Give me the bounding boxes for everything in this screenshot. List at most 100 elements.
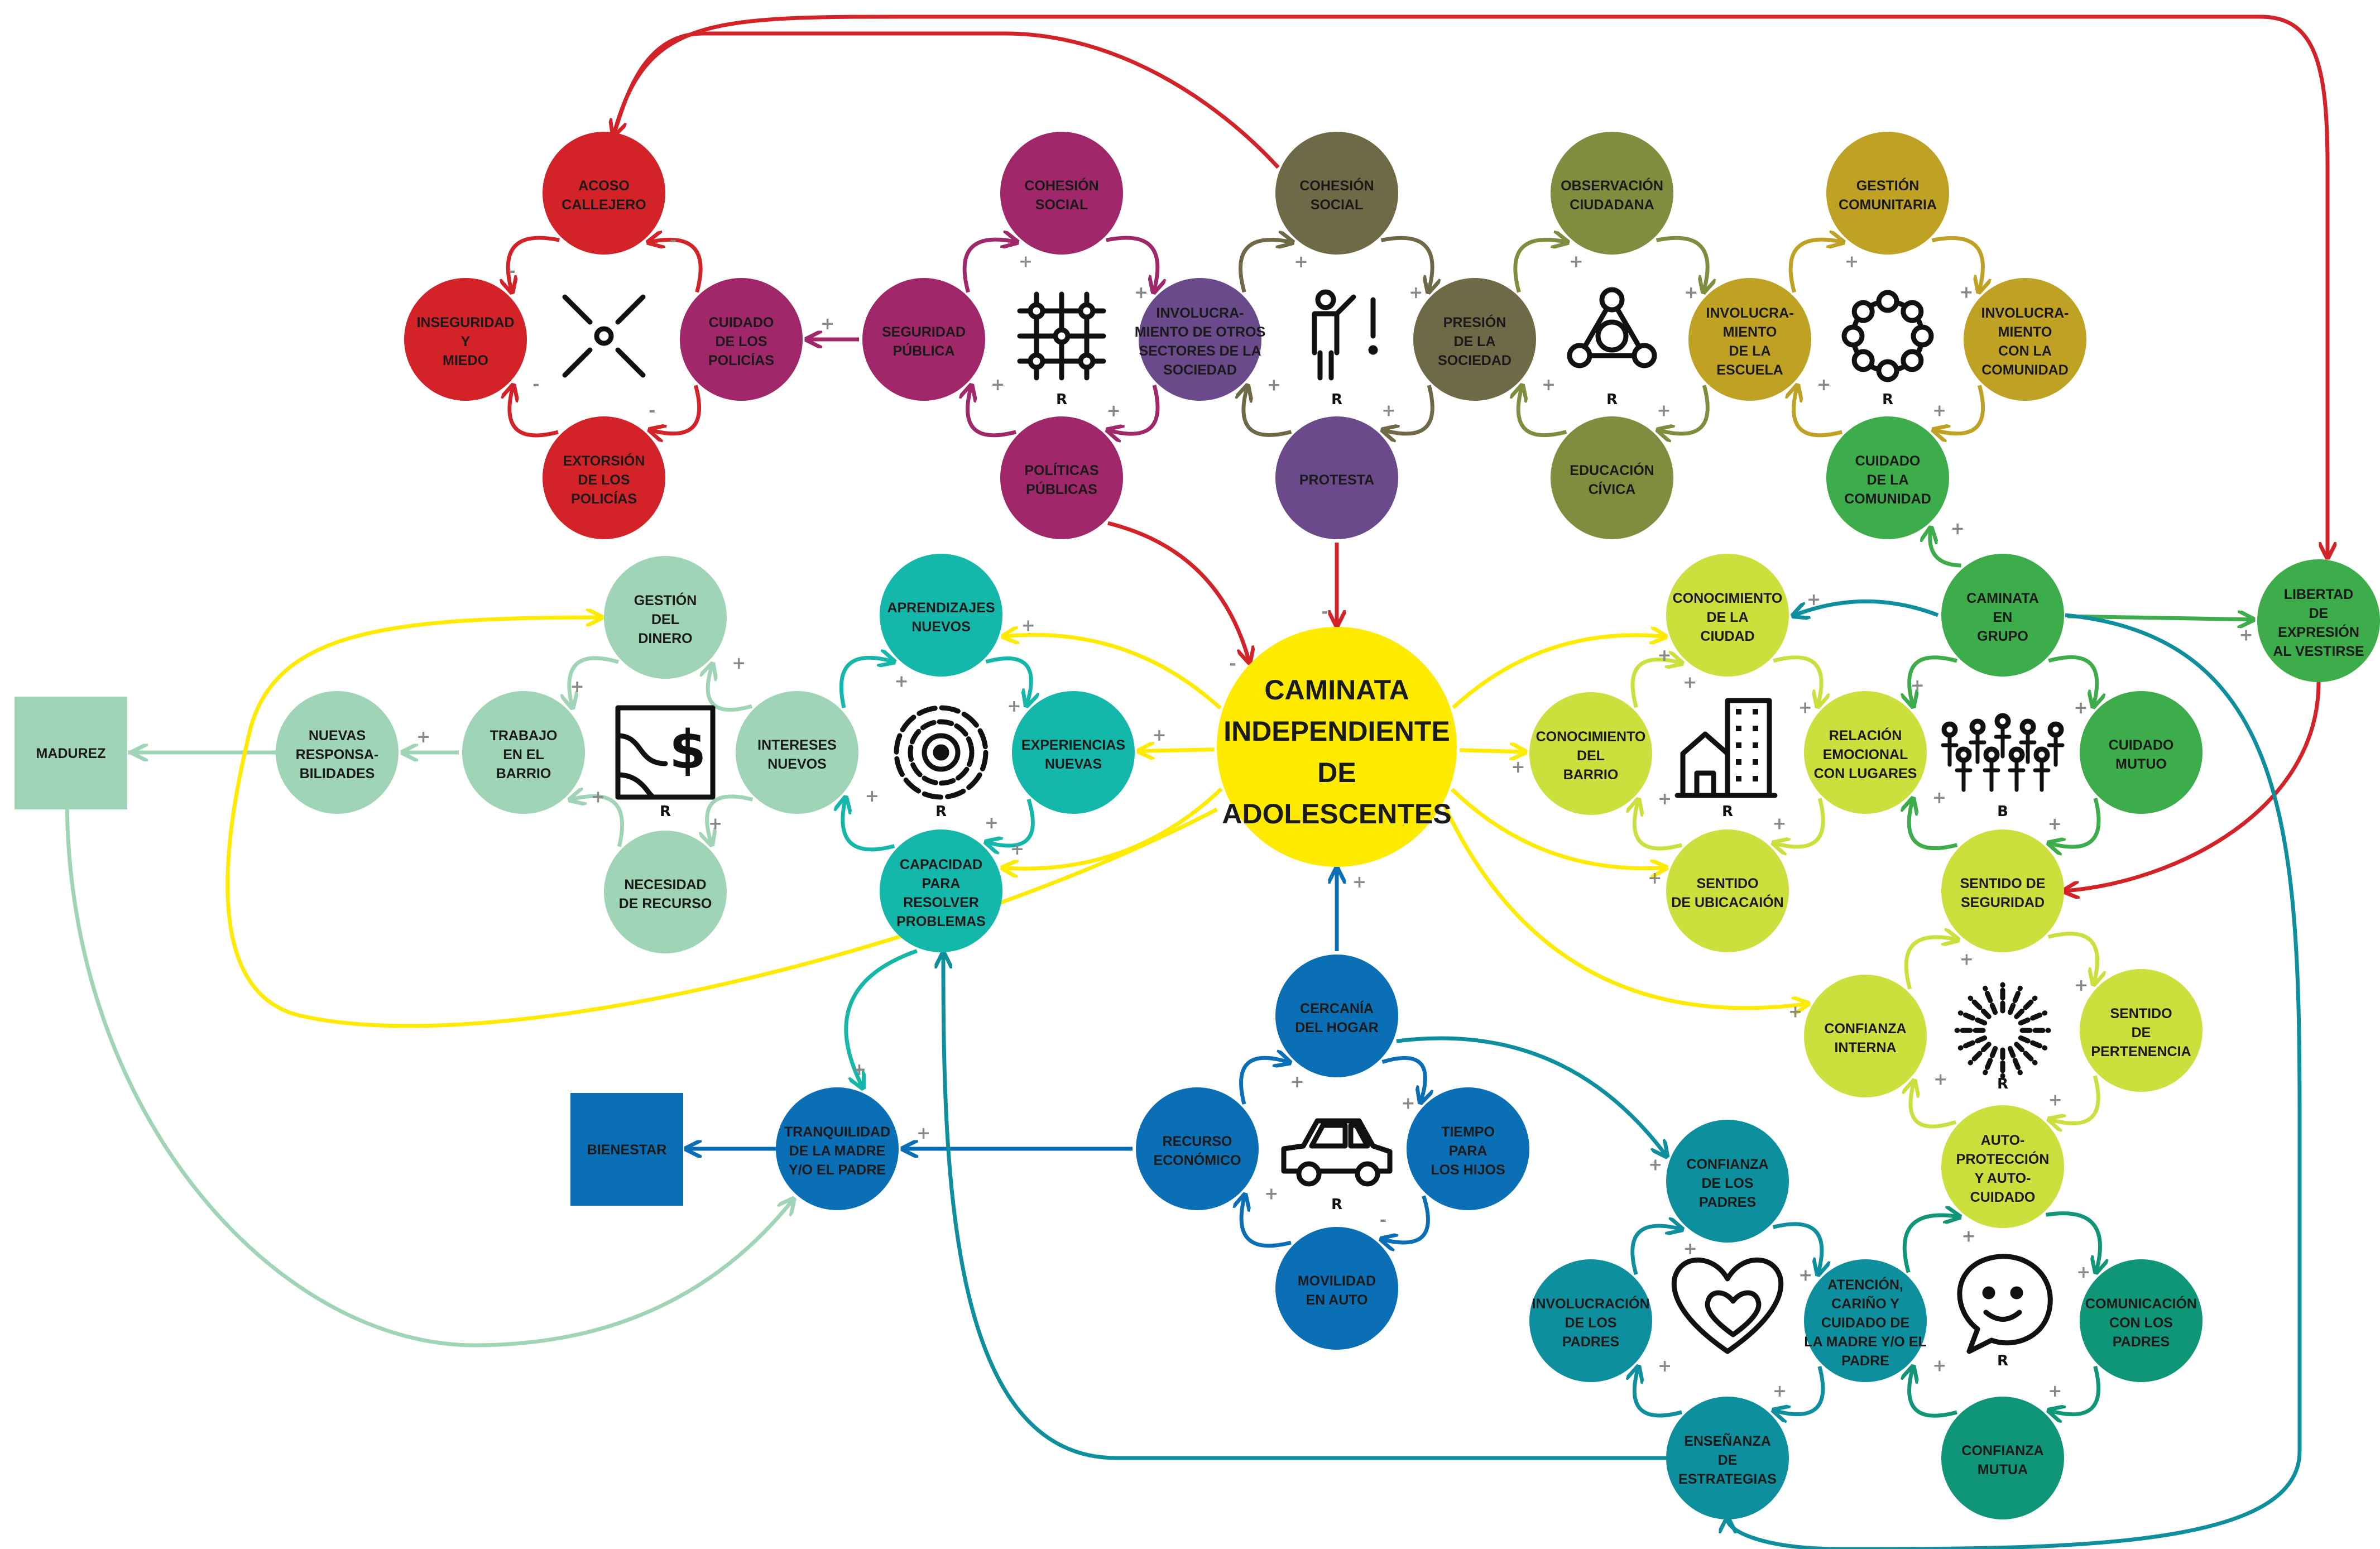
causal-link-educ-presion: [1518, 387, 1567, 438]
node-circle: [1941, 1105, 2064, 1228]
node-circle: [1826, 416, 1949, 539]
causal-link-invescuela-gestcom: [1788, 239, 1842, 293]
causal-link-comunic-confmutua: [2050, 1365, 2101, 1414]
node-circle: [1804, 1259, 1927, 1382]
node-circle: [604, 556, 727, 679]
link-polarity-sign: +: [1961, 1227, 1975, 1246]
link-polarity-sign: +: [2074, 698, 2088, 718]
causal-link-cuidmutuo-sentseg: [2050, 798, 2101, 847]
causal-link-center-conbarrio: [1459, 750, 1524, 752]
link-polarity-sign: +: [1807, 590, 1821, 610]
link-polarity-sign: +: [1511, 757, 1525, 777]
node-circle: [862, 278, 985, 401]
triad-icon: [1567, 287, 1657, 368]
causal-link-confint-sentseg: [1904, 937, 1956, 990]
node-protesta[interactable]: PROTESTA: [1275, 416, 1398, 539]
link-polarity-sign: +: [1569, 252, 1583, 272]
outcome-box-madurez[interactable]: MADUREZ: [15, 697, 127, 809]
link-polarity-sign: +: [991, 375, 1005, 395]
svg-text:$: $: [669, 720, 706, 781]
causal-link-tiempo-movilidad: [1383, 1195, 1430, 1243]
link-polarity-sign: +: [2239, 625, 2253, 645]
link-polarity-sign: +: [1960, 949, 1974, 969]
cross-icon: [562, 294, 646, 378]
link-polarity-sign: +: [2048, 1382, 2062, 1401]
map-money-icon: $: [615, 705, 716, 800]
causal-link-invescuela-educ: [1659, 385, 1710, 434]
causal-link-center-expnuevas: [1140, 750, 1215, 751]
causal-link-cuidcom-invescuela: [1794, 387, 1843, 438]
link-polarity-sign: +: [820, 314, 834, 334]
causal-link-caminata-cuidcom: [1930, 529, 1961, 568]
node-circle: [880, 554, 1002, 677]
link-polarity-sign: +: [1107, 401, 1121, 421]
long-causal-link-6: [943, 955, 1666, 1460]
node-circle: [2257, 559, 2380, 682]
link-polarity-sign: +: [1290, 1072, 1304, 1092]
link-polarity-sign: +: [1134, 283, 1148, 303]
outcome-box-bienestar[interactable]: BIENESTAR: [570, 1093, 683, 1206]
causal-link-segpub-cohsoc1: [962, 239, 1016, 293]
link-polarity-sign: +: [865, 787, 879, 806]
causal-link-caminata-conciudad: [1794, 599, 1939, 615]
node-circle: [404, 278, 527, 401]
